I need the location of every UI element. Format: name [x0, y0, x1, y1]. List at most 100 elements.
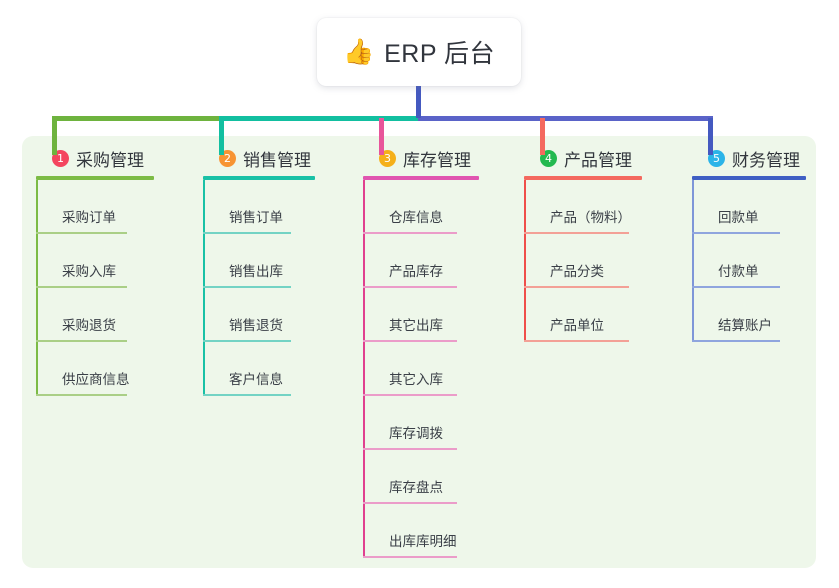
column-title-2: 销售管理 [243, 150, 311, 170]
leaf-spine-5 [692, 180, 694, 342]
drop-line-1 [52, 118, 57, 155]
leaf-rule [524, 286, 629, 288]
drop-line-4 [540, 118, 545, 155]
leaf-label: 仓库信息 [389, 210, 443, 225]
leaf-item[interactable]: 销售退货 [203, 288, 353, 342]
leaf-label: 产品（物料） [550, 210, 631, 225]
leaf-item[interactable]: 库存盘点 [363, 450, 513, 504]
bus-segment-3 [418, 116, 713, 121]
leaf-rule [203, 340, 291, 342]
leaf-item[interactable]: 产品（物料） [524, 180, 684, 234]
leaf-spine-4 [524, 180, 526, 342]
leaf-label: 采购入库 [62, 264, 116, 279]
leaf-rule [363, 394, 457, 396]
leaf-label: 库存盘点 [389, 480, 443, 495]
leaf-list-4: 产品（物料） 产品分类产品单位 [524, 180, 684, 342]
leaf-rule [203, 232, 291, 234]
leaf-list-3: 仓库信息产品库存其它出库其它入库库存调拨库存盘点出库库明细 [363, 180, 513, 558]
leaf-item[interactable]: 客户信息 [203, 342, 353, 396]
leaf-item[interactable]: 出库库明细 [363, 504, 513, 558]
leaf-item[interactable]: 付款单 [692, 234, 822, 288]
leaf-label: 产品分类 [550, 264, 604, 279]
leaf-spine-2 [203, 180, 205, 396]
leaf-item[interactable]: 产品单位 [524, 288, 684, 342]
leaf-item[interactable]: 销售订单 [203, 180, 353, 234]
bus-segment-2 [219, 116, 421, 121]
leaf-list-2: 销售订单销售出库销售退货客户信息 [203, 180, 353, 396]
leaf-item[interactable]: 其它入库 [363, 342, 513, 396]
leaf-rule [692, 340, 780, 342]
root-node-card[interactable]: 👍 ERP 后台 [317, 18, 521, 86]
leaf-list-5: 回款单付款单结算账户 [692, 180, 822, 342]
leaf-label: 库存调拨 [389, 426, 443, 441]
leaf-label: 供应商信息 [62, 372, 130, 387]
leaf-rule [363, 448, 457, 450]
leaf-spine-3 [363, 180, 365, 558]
leaf-rule [203, 286, 291, 288]
leaf-label: 产品库存 [389, 264, 443, 279]
thumbs-up-icon: 👍 [342, 37, 375, 66]
leaf-rule [36, 286, 127, 288]
column-rule-1 [36, 176, 154, 180]
leaf-item[interactable]: 回款单 [692, 180, 822, 234]
column-title-1: 采购管理 [76, 150, 144, 170]
leaf-label: 销售订单 [229, 210, 283, 225]
leaf-item[interactable]: 结算账户 [692, 288, 822, 342]
leaf-label: 结算账户 [718, 318, 772, 333]
column-title-4: 产品管理 [564, 150, 632, 170]
leaf-list-1: 采购订单采购入库采购退货供应商信息 [36, 180, 186, 396]
leaf-label: 销售出库 [229, 264, 283, 279]
leaf-rule [203, 394, 291, 396]
leaf-item[interactable]: 库存调拨 [363, 396, 513, 450]
column-rule-5 [692, 176, 806, 180]
leaf-item[interactable]: 采购退货 [36, 288, 186, 342]
drop-line-5 [708, 118, 713, 155]
column-title-5: 财务管理 [732, 150, 800, 170]
column-title-3: 库存管理 [403, 150, 471, 170]
leaf-item[interactable]: 采购入库 [36, 234, 186, 288]
leaf-item[interactable]: 采购订单 [36, 180, 186, 234]
leaf-label: 出库库明细 [389, 534, 457, 549]
leaf-rule [363, 502, 457, 504]
leaf-label: 其它出库 [389, 318, 443, 333]
leaf-rule [36, 394, 127, 396]
leaf-label: 其它入库 [389, 372, 443, 387]
drop-line-3 [379, 118, 384, 155]
leaf-item[interactable]: 产品分类 [524, 234, 684, 288]
leaf-rule [524, 340, 629, 342]
leaf-item[interactable]: 其它出库 [363, 288, 513, 342]
leaf-label: 产品单位 [550, 318, 604, 333]
leaf-rule [363, 286, 457, 288]
leaf-label: 采购退货 [62, 318, 116, 333]
leaf-rule [363, 232, 457, 234]
leaf-rule [363, 556, 457, 558]
leaf-label: 客户信息 [229, 372, 283, 387]
leaf-item[interactable]: 产品库存 [363, 234, 513, 288]
column-rule-3 [363, 176, 479, 180]
departments-panel [22, 136, 816, 568]
root-stem-line [416, 84, 421, 118]
leaf-rule [363, 340, 457, 342]
root-node-title: ERP 后台 [384, 40, 496, 68]
column-rule-2 [203, 176, 315, 180]
leaf-item[interactable]: 供应商信息 [36, 342, 186, 396]
bus-segment-1 [52, 116, 224, 121]
leaf-item[interactable]: 销售出库 [203, 234, 353, 288]
leaf-label: 付款单 [718, 264, 759, 279]
leaf-label: 采购订单 [62, 210, 116, 225]
leaf-item[interactable]: 仓库信息 [363, 180, 513, 234]
root-node-content: 👍 ERP 后台 [343, 34, 495, 70]
drop-line-2 [219, 118, 224, 155]
leaf-rule [692, 286, 780, 288]
leaf-spine-1 [36, 180, 38, 396]
